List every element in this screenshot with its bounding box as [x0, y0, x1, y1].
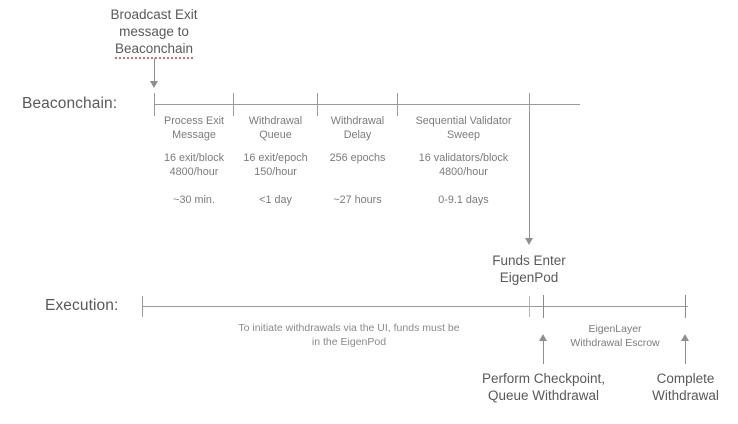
- phase-2-title: Withdrawal Delay: [319, 115, 396, 142]
- phase-3-title-line-1: Sequential Validator: [415, 115, 512, 127]
- sweep-to-eigenpod-arrowhead: [525, 238, 533, 245]
- execution-tick-start: [142, 296, 143, 317]
- phase-0-rate-line-2: 4800/hour: [169, 165, 219, 178]
- phase-2-rate: 256 epochs: [319, 152, 396, 166]
- phase-1-rate-line-2: 150/hour: [254, 165, 297, 178]
- beaconchain-row-label: Beaconchain:: [22, 95, 118, 112]
- execution-tick-eigenpod-entry: [529, 296, 530, 317]
- execution-ui-note: To initiate withdrawals via the UI, fund…: [190, 322, 508, 349]
- complete-withdrawal-line-1: Complete: [656, 371, 715, 386]
- broadcast-exit-line-1: Broadcast Exit: [110, 7, 198, 22]
- complete-withdrawal-label: Complete Withdrawal: [633, 370, 738, 404]
- beaconchain-tick-0: [154, 93, 155, 116]
- phase-3-title: Sequential Validator Sweep: [399, 115, 528, 142]
- phase-2-duration: ~27 hours: [333, 194, 382, 206]
- complete-withdrawal-arrowhead: [681, 334, 689, 341]
- funds-enter-eigenpod-line-2: EigenPod: [499, 270, 559, 285]
- perform-checkpoint-label: Perform Checkpoint, Queue Withdrawal: [461, 370, 626, 404]
- complete-withdrawal-line-2: Withdrawal: [652, 388, 719, 403]
- eigenlayer-withdrawal-escrow-label: EigenLayer Withdrawal Escrow: [556, 323, 674, 350]
- phase-1-title-line-1: Withdrawal: [248, 115, 303, 127]
- phase-1-rate-line-1: 16 exit/epoch: [243, 152, 308, 164]
- escrow-label-line-2: Withdrawal Escrow: [570, 336, 660, 349]
- phase-3-rate-line-2: 4800/hour: [439, 165, 488, 178]
- broadcast-to-beaconchain-arrowhead: [150, 81, 158, 88]
- phase-3-rate-line-1: 16 validators/block: [418, 152, 509, 164]
- phase-0-rate: 16 exit/block 4800/hour: [156, 152, 232, 179]
- execution-ui-note-line-1: To initiate withdrawals via the UI, fund…: [238, 322, 460, 334]
- phase-1-rate: 16 exit/epoch 150/hour: [235, 152, 316, 179]
- complete-withdrawal-connector: [685, 340, 686, 364]
- broadcast-exit-line-3: Beaconchain: [84, 40, 224, 59]
- beaconchain-tick-1: [233, 93, 234, 116]
- phase-0-duration: ~30 min.: [173, 194, 215, 206]
- checkpoint-connector: [543, 340, 544, 364]
- beaconchain-axis-line: [154, 104, 580, 105]
- beaconchain-tick-4: [529, 93, 530, 116]
- beaconchain-tick-2: [317, 93, 318, 116]
- phase-3-duration: 0-9.1 days: [438, 194, 489, 206]
- phase-1-title-line-2: Queue: [259, 128, 292, 141]
- sweep-to-eigenpod-connector: [529, 112, 530, 240]
- perform-checkpoint-line-2: Queue Withdrawal: [487, 388, 600, 403]
- phase-2-title-line-1: Withdrawal: [330, 115, 385, 127]
- phase-3-rate: 16 validators/block 4800/hour: [399, 152, 528, 179]
- phase-0-title-line-2: Message: [172, 128, 216, 141]
- phase-0-title: Process Exit Message: [156, 115, 232, 142]
- execution-ui-note-line-2: in the EigenPod: [311, 335, 387, 348]
- execution-tick-complete: [685, 295, 686, 318]
- funds-enter-eigenpod-label: Funds Enter EigenPod: [459, 252, 599, 286]
- beaconchain-tick-3: [397, 93, 398, 116]
- escrow-label-line-1: EigenLayer: [588, 323, 642, 335]
- phase-3-title-line-2: Sweep: [446, 128, 480, 141]
- execution-tick-checkpoint: [543, 295, 544, 318]
- execution-axis-line: [142, 306, 688, 307]
- phase-2-title-line-2: Delay: [343, 128, 372, 141]
- phase-1-duration: <1 day: [259, 194, 292, 206]
- checkpoint-arrowhead: [539, 334, 547, 341]
- perform-checkpoint-line-1: Perform Checkpoint,: [481, 371, 606, 386]
- phase-2-rate-line-1: 256 epochs: [329, 152, 386, 164]
- beaconchain-misspelled-word: Beaconchain: [114, 40, 194, 59]
- execution-row-label: Execution:: [45, 297, 119, 314]
- funds-enter-eigenpod-line-1: Funds Enter: [492, 253, 566, 268]
- broadcast-exit-line-2: message to: [119, 24, 189, 39]
- phase-1-title: Withdrawal Queue: [235, 115, 316, 142]
- broadcast-exit-annotation: Broadcast Exit message to Beaconchain: [84, 6, 224, 59]
- phase-0-rate-line-1: 16 exit/block: [163, 152, 224, 164]
- phase-0-title-line-1: Process Exit: [164, 115, 224, 127]
- broadcast-to-beaconchain-connector: [154, 58, 155, 82]
